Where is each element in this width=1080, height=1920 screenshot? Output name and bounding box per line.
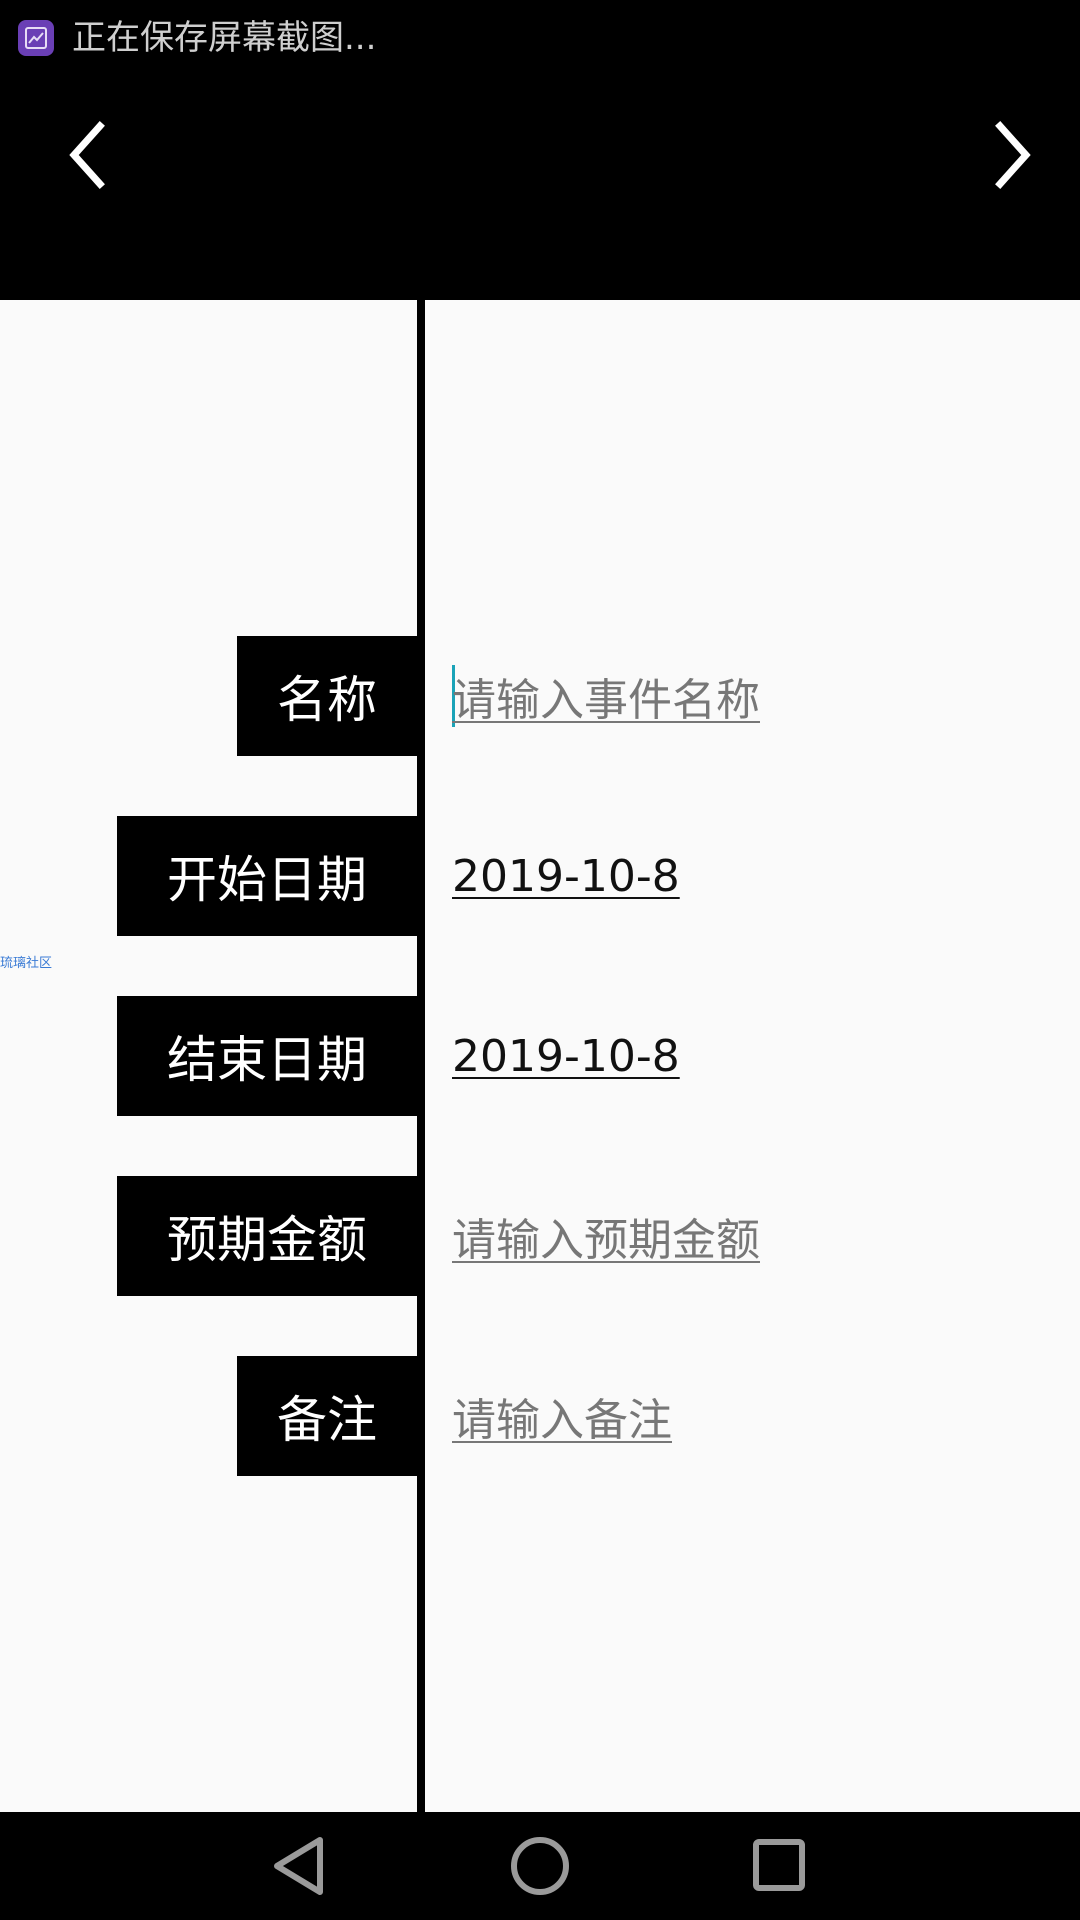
expected-amount-input[interactable]: 请输入预期金额: [452, 1215, 760, 1266]
header: [0, 80, 1080, 300]
watermark: 琉璃社区: [0, 956, 53, 971]
name-input[interactable]: 请输入事件名称: [452, 675, 760, 726]
end-date-label: 结束日期: [117, 996, 417, 1116]
chevron-left-icon: [69, 121, 105, 189]
screenshot-icon: [18, 20, 54, 56]
text-cursor: [452, 665, 455, 727]
timeline-divider: [417, 300, 425, 1812]
status-notification-text: 正在保存屏幕截图...: [72, 18, 377, 58]
note-input[interactable]: 请输入备注: [452, 1395, 672, 1446]
note-label: 备注: [237, 1356, 417, 1476]
system-nav-bar: [0, 1812, 1080, 1920]
start-date-field[interactable]: 2019-10-8: [452, 850, 680, 902]
recents-button[interactable]: [740, 1826, 820, 1906]
end-date-field[interactable]: 2019-10-8: [452, 1030, 680, 1082]
next-button[interactable]: [960, 110, 1060, 200]
home-button[interactable]: [500, 1826, 580, 1906]
recents-square-icon: [753, 1839, 805, 1891]
name-label: 名称: [237, 636, 417, 756]
start-date-label: 开始日期: [117, 816, 417, 936]
status-bar: 正在保存屏幕截图...: [0, 0, 1080, 80]
chevron-right-icon: [995, 121, 1031, 189]
home-circle-icon: [511, 1837, 569, 1895]
prev-button[interactable]: [40, 110, 140, 200]
back-triangle-icon: [274, 1837, 323, 1895]
back-button[interactable]: [260, 1826, 340, 1906]
expected-amount-label: 预期金额: [117, 1176, 417, 1296]
